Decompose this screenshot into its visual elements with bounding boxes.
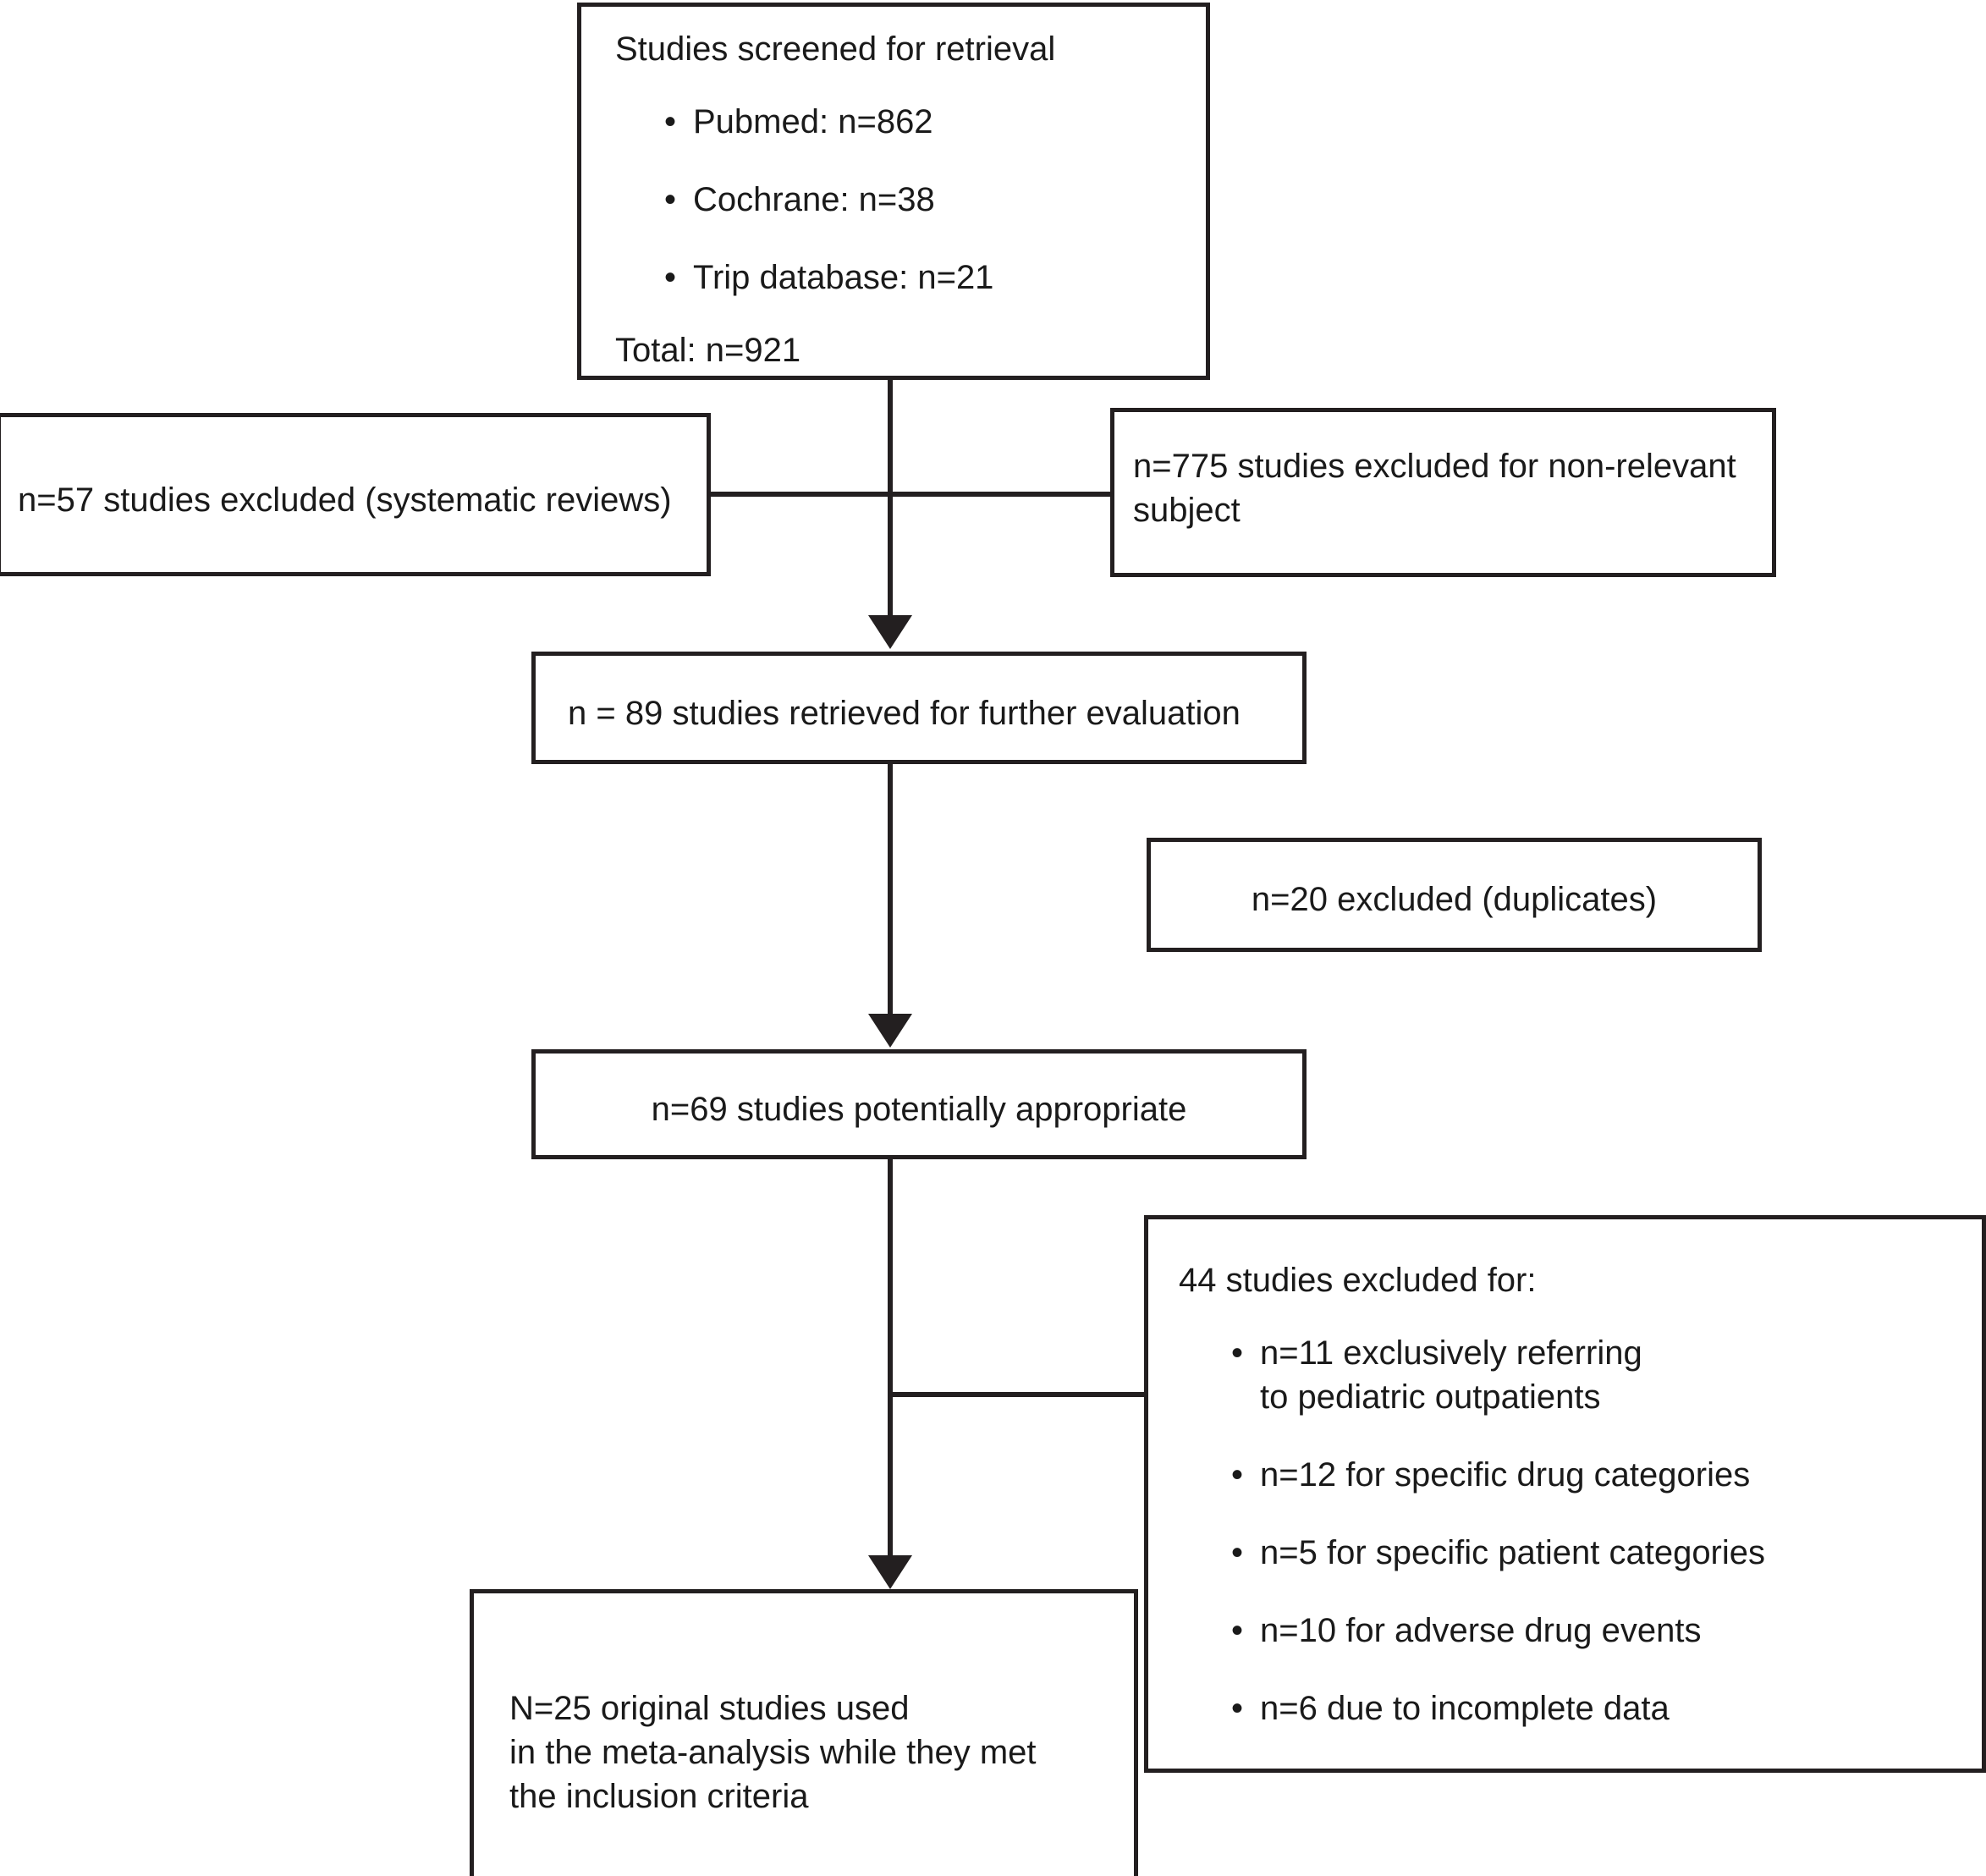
node-screened-source-list: Pubmed: n=862 Cochrane: n=38 Trip databa… bbox=[664, 100, 1189, 300]
node-studies-screened: Studies screened for retrieval Pubmed: n… bbox=[577, 3, 1210, 380]
node-excluded-non-relevant: n=775 studies excluded for non-relevant … bbox=[1110, 408, 1776, 577]
list-item-pediatric-outpatients: n=11 exclusively referring to pediatric … bbox=[1231, 1331, 1968, 1419]
node-retrieved-text: n = 89 studies retrieved for further eva… bbox=[568, 695, 1241, 732]
connector-screened-to-retrieved bbox=[888, 378, 893, 615]
connector-crossbar-exclusions-stage1 bbox=[707, 492, 1114, 497]
node-excluded-44-studies: 44 studies excluded for: n=11 exclusivel… bbox=[1144, 1215, 1986, 1773]
node-nonrel-line2: subject bbox=[1133, 492, 1241, 529]
node-appropriate-text: n=69 studies potentially appropriate bbox=[651, 1091, 1187, 1128]
connector-retrieved-to-appropriate bbox=[888, 764, 893, 1014]
node-excluded44-heading: 44 studies excluded for: bbox=[1179, 1262, 1537, 1299]
list-item-pubmed: Pubmed: n=862 bbox=[664, 100, 1189, 144]
node-included-line3: the inclusion criteria bbox=[509, 1778, 809, 1815]
node-potentially-appropriate: n=69 studies potentially appropriate bbox=[531, 1049, 1307, 1159]
node-included-line1: N=25 original studies used bbox=[509, 1690, 910, 1727]
node-duplicates-text: n=20 excluded (duplicates) bbox=[1251, 881, 1658, 918]
arrowhead-to-appropriate bbox=[868, 1014, 912, 1048]
arrowhead-to-retrieved bbox=[868, 615, 912, 649]
connector-crossbar-exclusions-stage3 bbox=[888, 1392, 1147, 1397]
node-excluded-systematic-reviews: n=57 studies excluded (systematic review… bbox=[0, 413, 711, 576]
node-screened-total: Total: n=921 bbox=[615, 332, 801, 369]
arrowhead-to-included bbox=[868, 1555, 912, 1589]
node-screened-heading: Studies screened for retrieval bbox=[615, 30, 1056, 68]
list-item-specific-patient-categories: n=5 for specific patient categories bbox=[1231, 1531, 1968, 1575]
node-studies-retrieved: n = 89 studies retrieved for further eva… bbox=[531, 652, 1307, 764]
connector-appropriate-to-included bbox=[888, 1159, 893, 1555]
node-excluded44-reason-list: n=11 exclusively referring to pediatric … bbox=[1231, 1331, 1968, 1730]
list-item-adverse-drug-events: n=10 for adverse drug events bbox=[1231, 1609, 1968, 1653]
list-item-cochrane: Cochrane: n=38 bbox=[664, 178, 1189, 222]
node-excluded-duplicates: n=20 excluded (duplicates) bbox=[1147, 838, 1762, 952]
list-item-incomplete-data: n=6 due to incomplete data bbox=[1231, 1686, 1968, 1730]
list-item-specific-drug-categories: n=12 for specific drug categories bbox=[1231, 1453, 1968, 1497]
list-item-trip-database: Trip database: n=21 bbox=[664, 256, 1189, 300]
node-studies-included: N=25 original studies used in the meta-a… bbox=[470, 1589, 1138, 1876]
node-included-line2: in the meta-analysis while they met bbox=[509, 1734, 1037, 1771]
node-nonrel-line1: n=775 studies excluded for non-relevant bbox=[1133, 448, 1736, 485]
node-sysrev-text: n=57 studies excluded (systematic review… bbox=[18, 481, 672, 519]
